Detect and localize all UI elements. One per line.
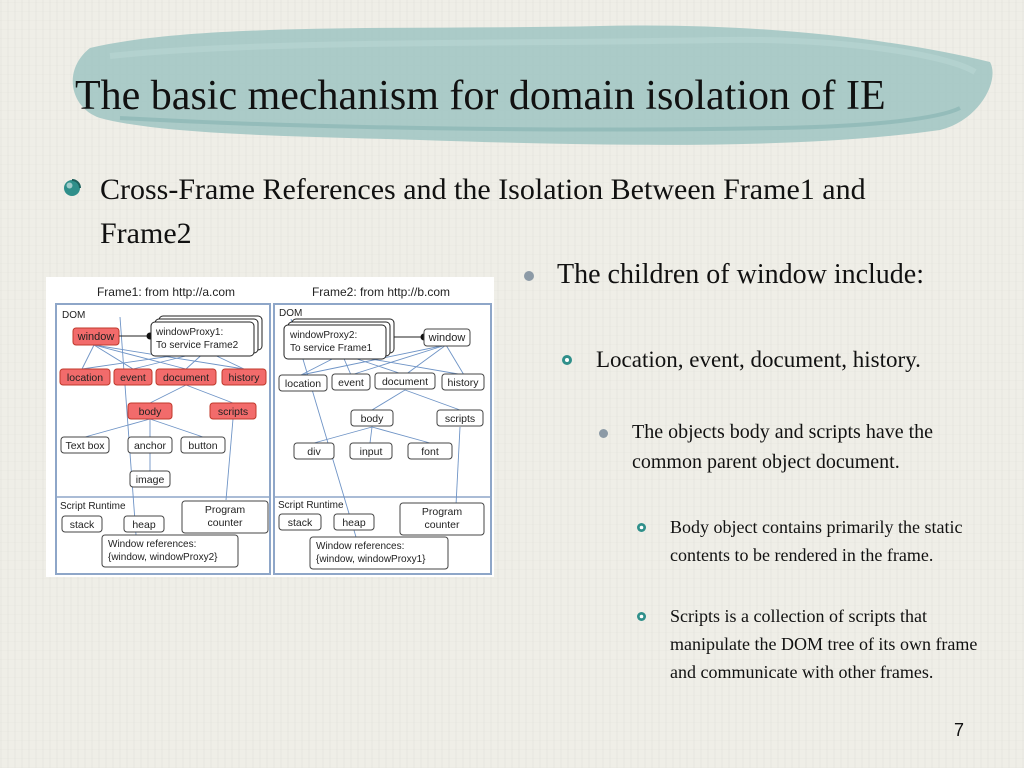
frame2-stack-label: stack [288, 517, 313, 529]
frame1-anchor-label: anchor [134, 440, 167, 452]
frame2-event-label: event [338, 377, 364, 389]
scripts-note-text: Scripts is a collection of scripts that … [670, 606, 978, 682]
frame2-input-node [349, 442, 393, 460]
frame2-header: Frame2: from http://b.com [312, 285, 450, 299]
slide-title: The basic mechanism for domain isolation… [75, 73, 886, 119]
frame2-body-node [350, 409, 394, 427]
frame1-document-label: document [163, 372, 209, 384]
frame1-dom-label: DOM [62, 310, 85, 321]
target-bullet-icon [637, 523, 646, 532]
frame2-div-label: div [307, 446, 321, 458]
frame1-proxy-line2: To service Frame2 [156, 340, 239, 351]
frame2-refs-line1: Window references: [316, 541, 404, 552]
frame2-refs-line2: {window, windowProxy1} [316, 554, 426, 565]
frame2-input-label: input [360, 446, 383, 458]
frame2-event-node [331, 373, 371, 391]
frame2-runtime-label: Script Runtime [278, 500, 344, 511]
frame1-event-label: event [120, 372, 146, 384]
frame1-body-label: body [139, 406, 163, 418]
frame2-heap-node [333, 513, 375, 531]
frame2-font-node [407, 442, 453, 460]
frame1-stack-label: stack [70, 519, 95, 531]
frame1-body-node [127, 402, 173, 420]
frame1-program-line1: Program [205, 504, 246, 516]
frame1-image-label: image [136, 474, 165, 486]
children-bullet-text: The children of window include: [557, 259, 925, 290]
frame2-location-label: location [285, 378, 321, 390]
frame2-div-node [293, 442, 335, 460]
frame1-refs-line2: {window, windowProxy2} [108, 552, 218, 563]
frame1-refs-line1: Window references: [108, 539, 196, 550]
frame2-body-label: body [361, 413, 385, 425]
frame1-heap-label: heap [132, 519, 156, 531]
gray-dot-bullet-icon [524, 271, 534, 281]
frame2-border [273, 303, 492, 575]
frame1-textbox-label: Text box [65, 440, 105, 452]
frame2-history-label: history [448, 377, 480, 389]
frame1-header: Frame1: from http://a.com [97, 285, 235, 299]
frame1-textbox-node [60, 436, 110, 454]
frame1-program-counter-node [181, 500, 269, 534]
frame1-button-node [180, 436, 226, 454]
page-number: 7 [953, 720, 964, 740]
frame1-proxy-node [150, 321, 255, 357]
frame2-document-label: document [382, 376, 428, 388]
frame1-runtime-label: Script Runtime [60, 501, 126, 512]
frame1-event-node [113, 368, 153, 386]
frame2-font-label: font [421, 446, 439, 458]
frame2-window-node [423, 328, 471, 347]
frame2-window-refs-node [309, 536, 449, 570]
frame1-window-label: window [77, 331, 115, 343]
frame2-dom-label: DOM [279, 308, 302, 319]
frame1-scripts-node [209, 402, 257, 420]
frame2-scripts-label: scripts [445, 413, 475, 425]
frame1-stack-node [61, 515, 103, 533]
frame2-stack-node [278, 513, 322, 531]
frame1-program-line2: counter [207, 517, 243, 529]
frame1-button-label: button [188, 440, 217, 452]
frame2-proxy-line1: windowProxy2: [289, 330, 357, 341]
frame2-window-label: window [428, 332, 466, 344]
frame1-document-node [155, 368, 217, 386]
frame2-program-line2: counter [424, 519, 460, 531]
frame1-location-label: location [67, 372, 103, 384]
frame1-anchor-node [127, 436, 173, 454]
frame1-location-node [59, 368, 111, 386]
teal-bullet-icon [64, 179, 81, 196]
target-bullet-icon [637, 612, 646, 621]
frame1-border [55, 303, 271, 575]
title-brush-stroke [72, 25, 993, 145]
frame1-window-refs-node [101, 534, 239, 568]
frame1-proxy-line1: windowProxy1: [155, 327, 223, 338]
frame1-scripts-label: scripts [218, 406, 248, 418]
frame2-history-node [441, 373, 485, 391]
main-bullet-text: Cross-Frame References and the Isolation… [100, 173, 866, 250]
frame2-proxy-node [283, 324, 387, 360]
frame2-document-node [374, 372, 436, 390]
children-sub-text: Location, event, document, history. [596, 347, 921, 372]
isolation-diagram: Frame1: from http://a.com Frame2: from h… [46, 277, 494, 577]
frame1-image-node [129, 470, 171, 488]
frame2-proxy-line2: To service Frame1 [290, 343, 373, 354]
frame1-history-label: history [229, 372, 261, 384]
frame2-program-counter-node [399, 502, 485, 536]
common-parent-text: The objects body and scripts have the co… [632, 421, 934, 473]
frame2-heap-label: heap [342, 517, 366, 529]
gray-dot-bullet-icon [599, 429, 608, 438]
frame2-scripts-node [436, 409, 484, 427]
frame1-heap-node [123, 515, 165, 533]
frame2-location-node [278, 374, 328, 392]
target-bullet-icon [562, 355, 572, 365]
body-note-text: Body object contains primarily the stati… [670, 517, 963, 565]
frame2-program-line1: Program [422, 506, 463, 518]
frame1-history-node [221, 368, 267, 386]
